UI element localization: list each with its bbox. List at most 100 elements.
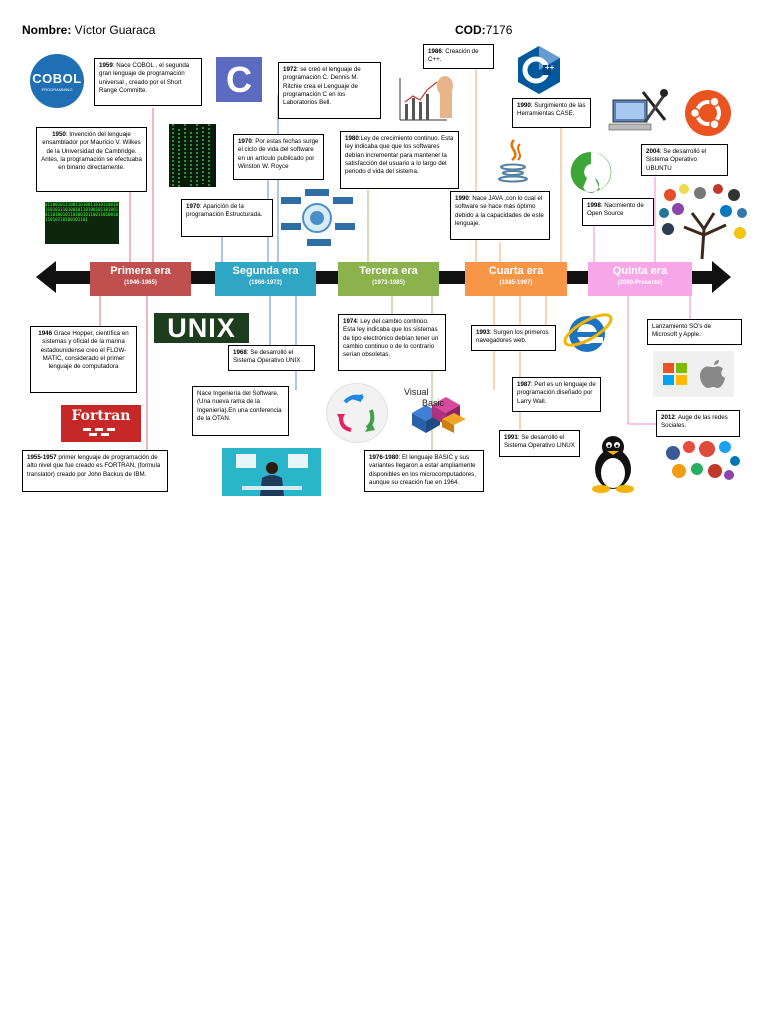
- software-cycle-icon: [279, 187, 356, 249]
- visual-basic-logo-icon: Visual Basic: [402, 383, 476, 435]
- linux-tux-icon: [587, 433, 639, 493]
- note-year: 1968: [233, 349, 247, 356]
- c-language-icon: C: [216, 57, 262, 102]
- era-dates: (1966-1972): [249, 280, 282, 286]
- note-year: 1980: [345, 135, 359, 142]
- note-year: 1970: [186, 203, 200, 210]
- note-year: 1998: [587, 202, 601, 209]
- internet-explorer-logo-icon: [560, 306, 614, 358]
- era-title: Primera era: [110, 265, 171, 277]
- note-1970-ciclo: 1970: Por estas fechas surge el ciclo de…: [233, 134, 324, 180]
- note-text: : se creó el lenguaje de programación C.…: [283, 66, 361, 107]
- note-text: : Creación de C++.: [428, 48, 479, 64]
- note-year: 1946: [38, 330, 53, 337]
- cpp-plus-label: ++: [545, 63, 555, 72]
- note-text: Lanzamiento SO’s de Microsoft y Apple.: [652, 323, 712, 339]
- note-year: 1987: [517, 381, 531, 388]
- note-text: : Nacimiento de Open Source: [587, 202, 644, 218]
- note-year: 1986: [428, 48, 442, 55]
- era-dates: (2000-Presente): [617, 280, 663, 286]
- era-dates: (1985-1997): [499, 280, 533, 286]
- ubuntu-logo-icon: [684, 89, 732, 137]
- note-year: 1959: [99, 62, 113, 69]
- era-dates: (1973-1985): [372, 280, 405, 286]
- note-text: primer lenguaje de programación de alto …: [27, 454, 161, 478]
- note-year: 1972: [283, 66, 297, 73]
- note-text: :Ley de crecimiento continuo. Esta ley i…: [345, 135, 454, 176]
- note-text: : Surgen los primeros navegadores web.: [476, 329, 549, 345]
- note-year: 1993: [476, 329, 490, 336]
- hand-chart-icon: [397, 72, 459, 124]
- note-text: : Nace JAVA ,con lo cual el software se …: [455, 195, 544, 228]
- note-1980: 1980:Ley de crecimiento continuo. Esta l…: [340, 131, 459, 189]
- note-year: 1991: [504, 434, 518, 441]
- note-1993: 1993: Surgen los primeros navegadores we…: [471, 325, 556, 351]
- cobol-logo-icon: COBOL PROGRAMMING: [30, 54, 84, 108]
- vb-label-basic: Basic: [422, 398, 445, 408]
- note-1987: 1987: Perl es un lenguaje de programació…: [512, 377, 601, 412]
- name-value: Víctor Guaraca: [71, 23, 156, 37]
- java-logo-icon: [496, 136, 532, 184]
- era-quinta: Quinta era (2000-Presente): [588, 262, 692, 296]
- note-text: Nace Ingeniería del Software.(Una nueva …: [197, 390, 282, 423]
- note-2004: 2004: Se desarrolló el Sistema Operativo…: [641, 144, 728, 176]
- apple-icon: [700, 360, 725, 388]
- note-1990-case: 1990: Surgimiento de las Herramientas CA…: [512, 98, 591, 128]
- open-source-logo-icon: [569, 150, 613, 194]
- note-1972: 1972: se creó el lenguaje de programació…: [278, 62, 381, 119]
- windows-apple-logos: [653, 351, 734, 397]
- note-year: 1970: [238, 138, 252, 145]
- matrix-code-icon: [169, 124, 216, 187]
- note-1976-1980: 1976-1980: El lenguaje BASIC y sus varia…: [364, 450, 484, 492]
- case-tools-icon: [607, 88, 669, 132]
- note-text: : Se desarrolló el Sistema Operativo UNI…: [233, 349, 301, 365]
- student-code: COD:7176: [455, 23, 512, 37]
- note-text: : Invención del lenguaje ensamblador por…: [41, 131, 142, 172]
- fortran-logo-text: Fortran: [71, 408, 131, 424]
- open-source-logos-tree-icon: [656, 183, 752, 260]
- note-text: : Por estas fechas surge el ciclo de vid…: [238, 138, 319, 171]
- binary-code-icon: 0110010111001101001101011001011010111010…: [45, 202, 119, 244]
- note-1998: 1998: Nacimiento de Open Source: [582, 198, 654, 226]
- note-text: : Se desarrolló el Sistema Operativo UBU…: [646, 148, 707, 172]
- fortran-logo-icon: Fortran: [61, 405, 141, 442]
- note-year: 1990: [455, 195, 469, 202]
- note-year: 2004: [646, 148, 660, 155]
- era-cuarta: Cuarta era (1985-1997): [465, 262, 567, 296]
- cobol-logo-text: COBOL: [32, 71, 82, 86]
- note-text: : Ley del cambio continúo. Esta ley indi…: [343, 318, 439, 359]
- note-1974: 1974: Ley del cambio continúo. Esta ley …: [338, 314, 446, 371]
- note-year: 1955-1957: [27, 454, 57, 461]
- era-tercera: Tercera era (1973-1985): [338, 262, 439, 296]
- cod-value: 7176: [485, 23, 513, 37]
- note-1955-1957: 1955-1957 primer lenguaje de programació…: [22, 450, 168, 492]
- note-year: 1976-1980: [369, 454, 399, 461]
- note-1946: 1946 Grace Hopper, científica en sistema…: [30, 326, 137, 393]
- note-year: 2012: [661, 414, 675, 421]
- note-year: 1974: [343, 318, 357, 325]
- student-name: Nombre: Víctor Guaraca: [22, 23, 155, 37]
- note-microsoft-apple: Lanzamiento SO’s de Microsoft y Apple.: [647, 319, 742, 345]
- cobol-logo-subtext: PROGRAMMING: [41, 87, 73, 92]
- note-1968: 1968: Se desarrolló el Sistema Operativo…: [228, 345, 315, 371]
- note-otan: Nace Ingeniería del Software.(Una nueva …: [192, 386, 289, 436]
- note-text: Grace Hopper, científica en sistemas y o…: [40, 330, 129, 371]
- note-text: : Surgimiento de las Herramientas CASE.: [517, 102, 586, 118]
- era-primera: Primera era (1946-1965): [90, 262, 191, 296]
- name-label: Nombre:: [22, 23, 72, 37]
- era-title: Tercera era: [359, 265, 418, 277]
- note-text: : Nace COBOL , el segunda gran lenguaje …: [99, 62, 190, 95]
- note-text: : Auge de las redes Sociales.: [661, 414, 728, 430]
- unix-logo-icon: UNIX: [154, 313, 249, 343]
- note-2012: 2012: Auge de las redes Sociales.: [656, 410, 740, 437]
- cpp-logo-icon: ++: [515, 44, 563, 96]
- era-title: Segunda era: [232, 265, 299, 277]
- vb-label-visual: Visual: [404, 387, 429, 397]
- note-1950: 1950: Invención del lenguaje ensamblador…: [36, 127, 147, 192]
- note-year: 1950: [52, 131, 66, 138]
- note-1959: 1959: Nace COBOL , el segunda gran lengu…: [94, 58, 202, 106]
- change-cycle-arrows-icon: [326, 383, 388, 443]
- social-networks-icon: [663, 439, 741, 483]
- note-1990-java: 1990: Nace JAVA ,con lo cual el software…: [450, 191, 550, 240]
- note-1986: 1986: Creación de C++.: [423, 44, 494, 69]
